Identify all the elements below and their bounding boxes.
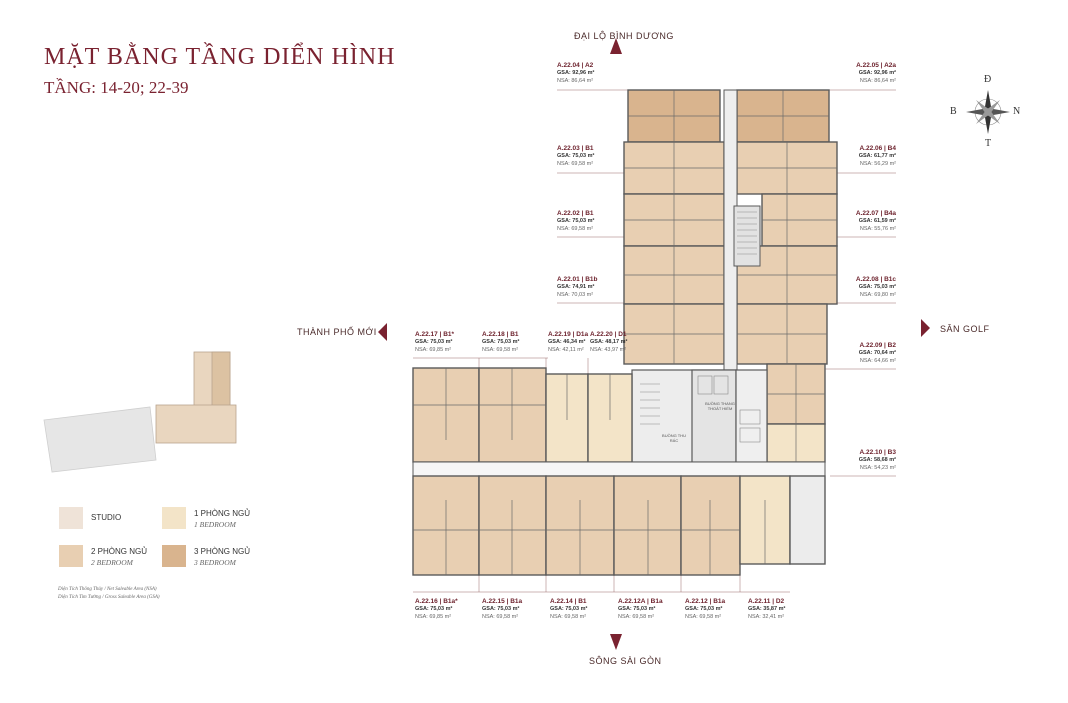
south-arrow [610,634,622,650]
compass-south: T [985,138,992,149]
legend-swatch [59,507,83,529]
legend-swatch [162,545,186,567]
corridor-south [412,461,826,477]
unit-A2215 [478,475,547,576]
compass-north: Đ [984,74,992,85]
west-block-top [412,367,633,463]
west-arrow [378,323,387,341]
compass-west: B [950,106,957,117]
floor-range: TẦNG: 14-20; 22-39 [44,78,189,97]
north-arrow [610,38,622,54]
core-label-a: BUỒNG THANG THOÁT HIỂM [705,401,735,411]
core-label-b: BUỒNG THU RÁC [662,433,686,443]
direction-east: SÂN GOLF [940,324,990,334]
direction-south: SÔNG SÀI GÒN [589,656,662,666]
unit-A2218 [478,367,547,463]
interior-walls [413,90,837,575]
south-block [412,475,826,576]
unit-A2212 [680,475,741,576]
utility-room [789,475,826,565]
key-plan [43,351,237,473]
page-title: MẶT BẰNG TẦNG DIỂN HÌNH [44,44,396,70]
legend-swatch [59,545,83,567]
east-arrow [921,319,930,337]
central-core [631,369,768,463]
note-nsa: Diện Tích Thông Thủy / Net Saleable Area… [58,587,157,592]
compass-east: N [1013,106,1021,117]
direction-north: ĐẠI LỘ BÌNH DƯƠNG [574,31,674,41]
unit-A2212A [613,475,682,576]
compass-rose [966,90,1010,134]
legend-swatch [162,507,186,529]
direction-west: THÀNH PHỐ MỚI [297,327,377,337]
note-gsa: Diện Tích Tim Tường / Gross Saleable Are… [58,595,160,600]
